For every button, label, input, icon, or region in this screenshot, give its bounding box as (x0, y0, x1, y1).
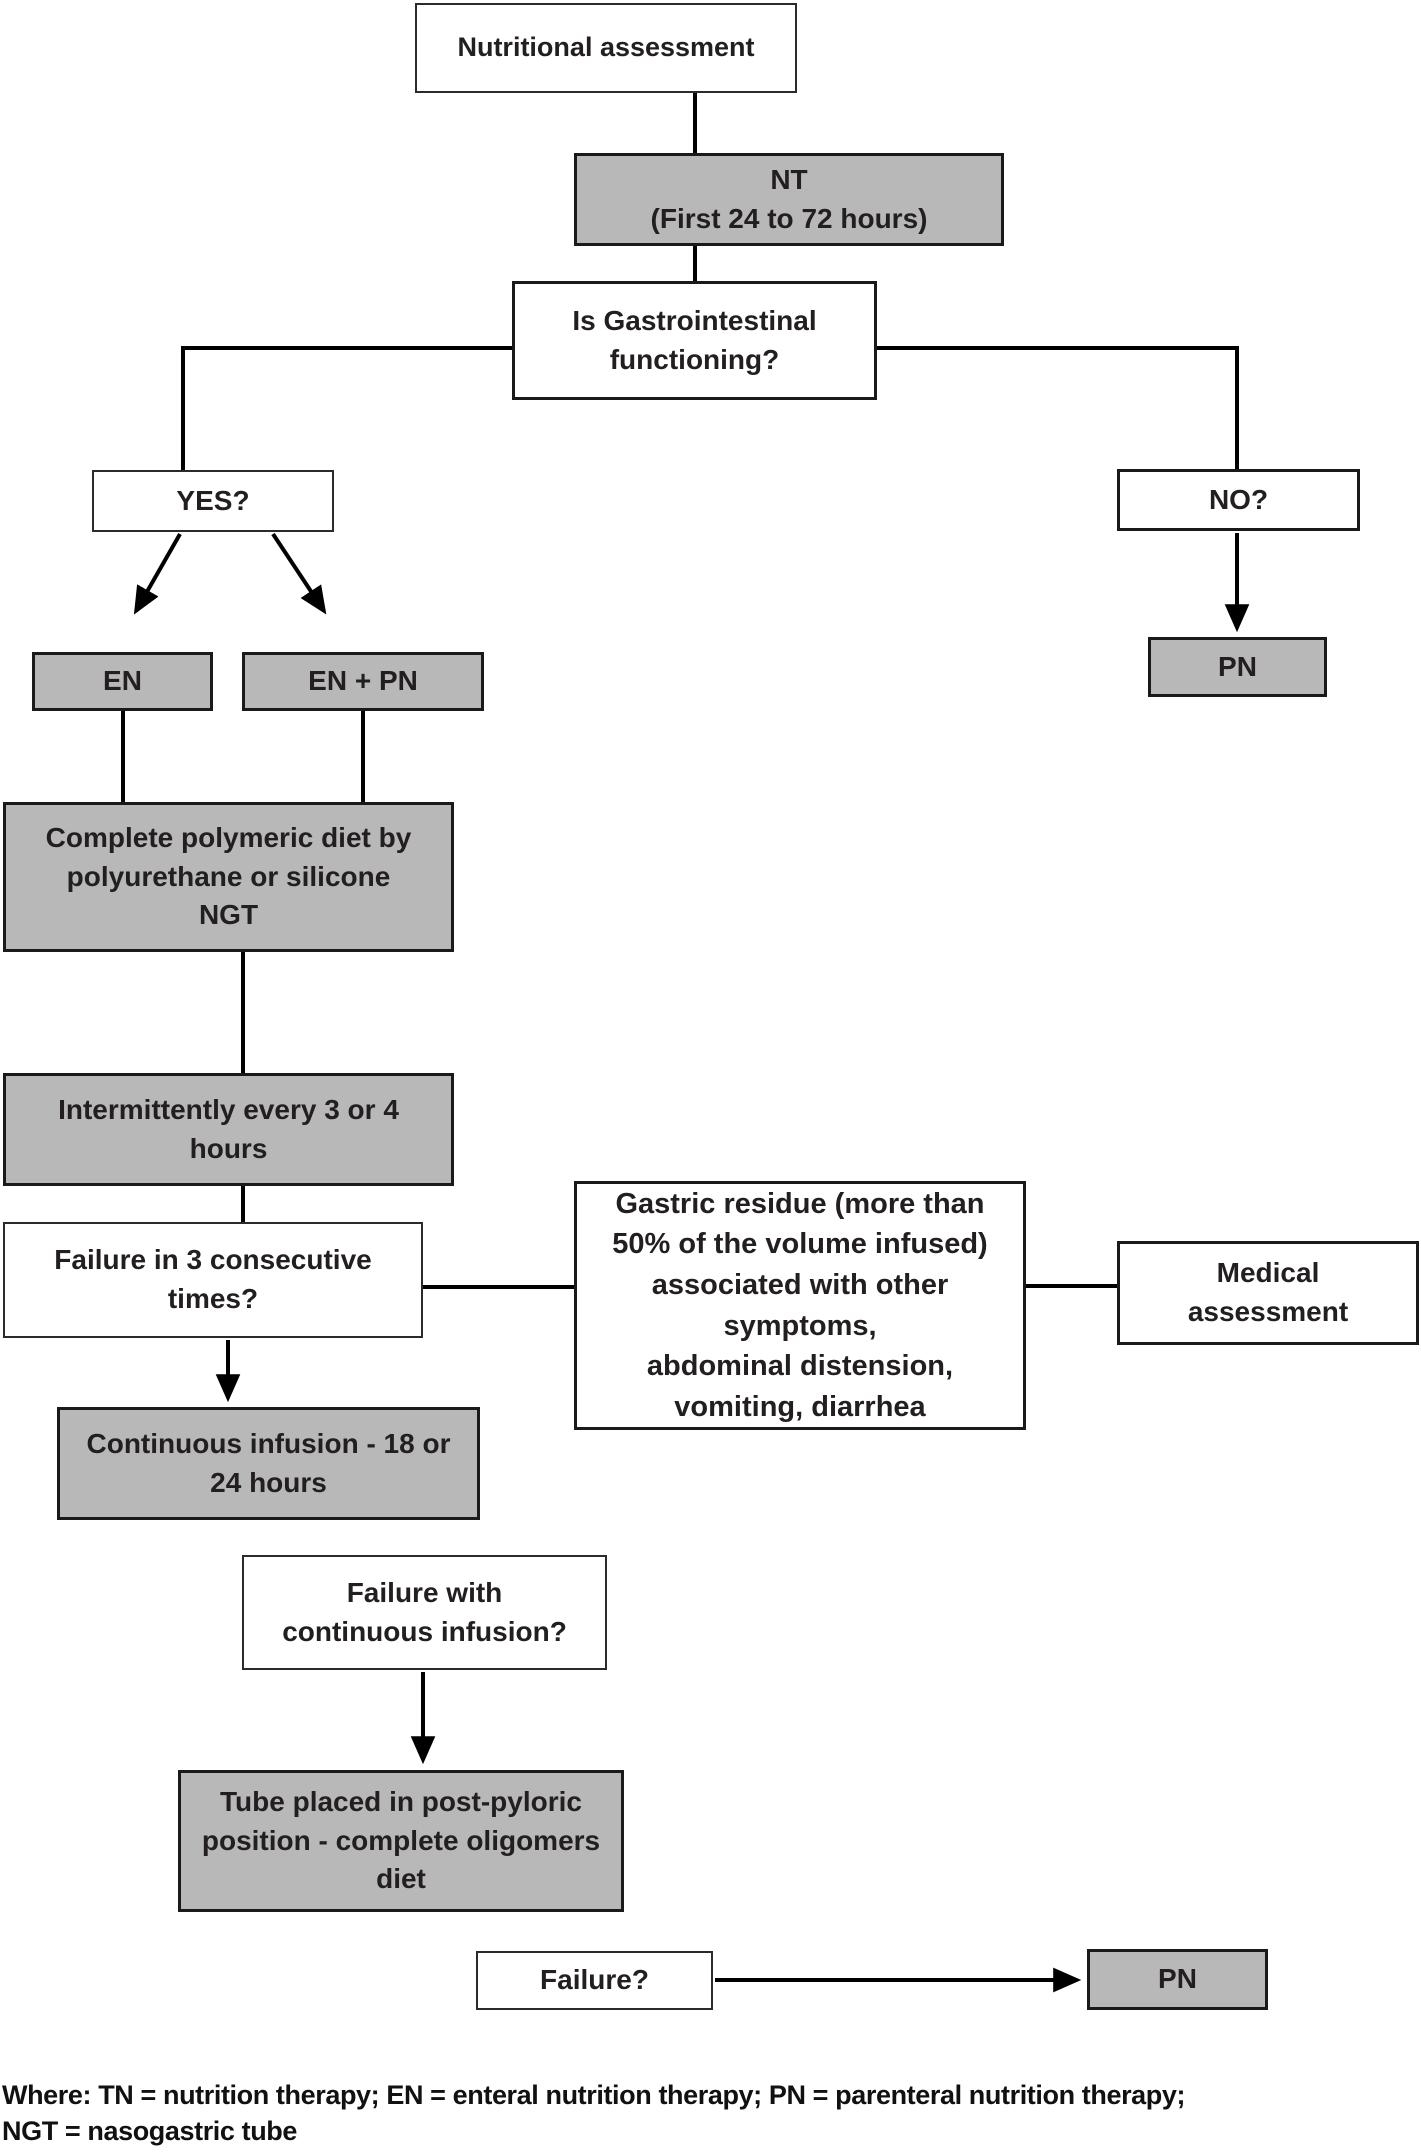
node-failure-continuous: Failure with continuous infusion? (242, 1555, 607, 1670)
node-nt: NT (First 24 to 72 hours) (574, 153, 1004, 246)
node-pn-right: PN (1148, 637, 1327, 697)
arrow-yes-to-en (133, 533, 182, 615)
node-nutritional-assessment: Nutritional assessment (415, 3, 797, 93)
node-failure-final: Failure? (476, 1951, 713, 2010)
connector-gi-to-yes (181, 346, 512, 470)
legend-abbreviations: Where: TN = nutrition therapy; EN = ente… (2, 2080, 1186, 2146)
node-polymeric-diet: Complete polymeric diet by polyurethane … (3, 802, 454, 952)
node-en: EN (32, 652, 213, 711)
node-intermittent: Intermittently every 3 or 4 hours (3, 1073, 454, 1186)
node-continuous-infusion: Continuous infusion - 18 or 24 hours (57, 1407, 480, 1520)
node-failure-3-consecutive: Failure in 3 consecutive times? (3, 1222, 423, 1338)
node-yes: YES? (92, 470, 334, 532)
node-en-pn: EN + PN (242, 652, 484, 711)
node-tube-post-pyloric: Tube placed in post-pyloric position - c… (178, 1770, 624, 1912)
node-no: NO? (1117, 469, 1360, 531)
connector-gi-to-no (877, 346, 1239, 469)
node-pn-final: PN (1087, 1949, 1268, 2010)
node-gastric-residue: Gastric residue (more than 50% of the vo… (574, 1181, 1026, 1430)
node-gi-functioning: Is Gastrointestinal functioning? (512, 281, 877, 400)
node-medical-assessment: Medical assessment (1117, 1241, 1419, 1345)
arrow-yes-to-enpn (271, 532, 327, 615)
